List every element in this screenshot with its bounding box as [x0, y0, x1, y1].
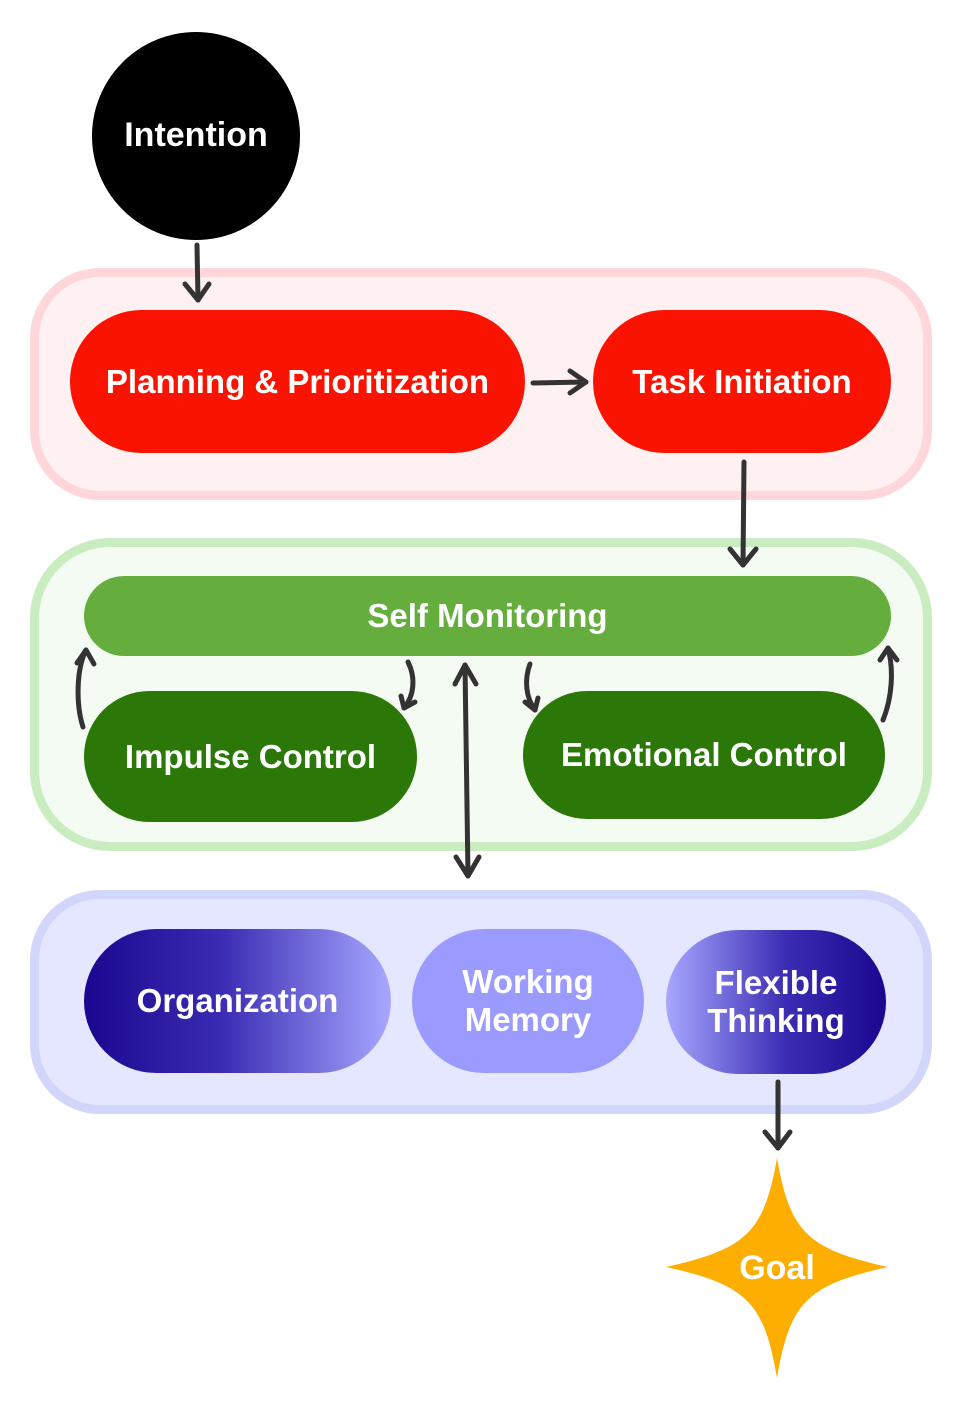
impulse-control-node: Impulse Control	[84, 691, 417, 822]
self-monitoring-label: Self Monitoring	[367, 597, 608, 635]
arrow-flexible-to-goal	[762, 1079, 793, 1151]
goal-star-icon	[666, 1158, 888, 1378]
self-monitoring-node: Self Monitoring	[84, 576, 891, 656]
arrow-impulse-to-self-monitoring	[74, 647, 97, 730]
planning-node: Planning & Prioritization	[70, 310, 525, 453]
task-initiation-label: Task Initiation	[632, 362, 852, 400]
working-memory-node: Working Memory	[412, 929, 644, 1073]
working-memory-label: Working Memory	[462, 963, 594, 1038]
arrow-self-monitoring-to-emotional	[522, 661, 541, 713]
arrow-task-to-self-monitoring	[727, 459, 759, 568]
planning-label: Planning & Prioritization	[105, 362, 490, 400]
organization-label: Organization	[136, 982, 339, 1020]
intention-label: Intention	[124, 116, 268, 155]
emotional-control-label: Emotional Control	[561, 736, 847, 774]
arrow-emotional-to-self-monitoring	[877, 645, 900, 723]
intention-node: Intention	[92, 32, 300, 240]
impulse-control-label: Impulse Control	[124, 737, 377, 775]
emotional-control-node: Emotional Control	[523, 691, 885, 819]
flexible-thinking-label: Flexible Thinking	[707, 964, 845, 1039]
goal-label: Goal	[739, 1248, 815, 1287]
task-initiation-node: Task Initiation	[593, 310, 891, 453]
organization-node: Organization	[84, 929, 391, 1073]
arrow-intention-to-planning	[182, 242, 212, 303]
arrow-planning-to-task	[530, 368, 589, 396]
arrow-self-monitoring-to-impulse	[398, 659, 418, 711]
flexible-thinking-node: Flexible Thinking	[666, 930, 886, 1074]
arrow-self-monitoring-bidirectional	[452, 662, 482, 879]
